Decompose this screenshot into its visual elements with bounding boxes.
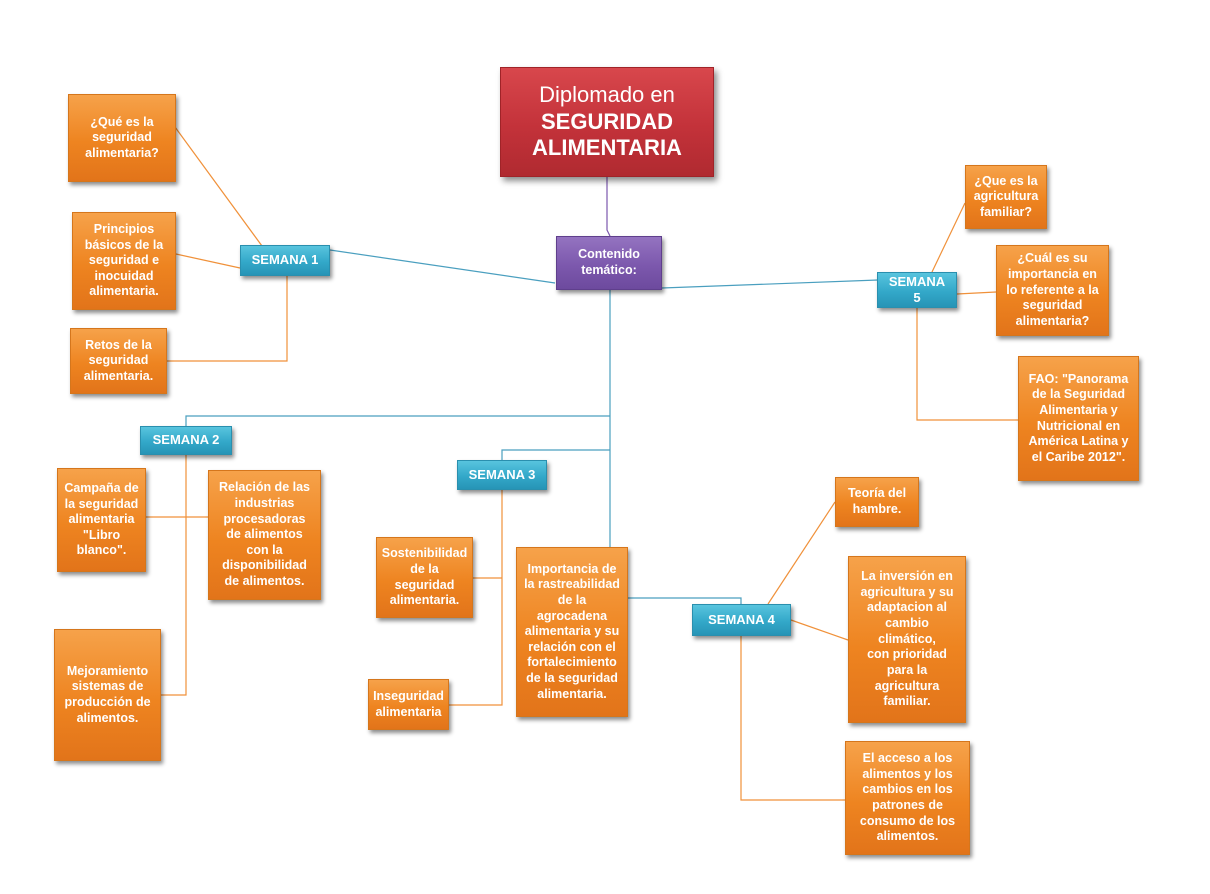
diagram-title: Diplomado en SEGURIDAD ALIMENTARIA [500,67,714,177]
week-4-topic-3: El acceso a los alimentos y los cambios … [845,741,970,855]
hub-contenido-tematico: Contenido temático: [556,236,662,290]
week-1-topic-1: ¿Qué es la seguridad alimentaria? [68,94,176,182]
week-5-topic-2: ¿Cuál es su importancia en lo referente … [996,245,1109,336]
connector-hub-s3 [501,449,610,461]
week-5-topic-1: ¿Que es la agricultura familiar? [965,165,1047,229]
connector-s5-t3 [916,308,1018,421]
week-4-node: SEMANA 4 [692,604,791,636]
week-2-topic-3: Mejoramiento sistemas de producción de a… [54,629,161,761]
week-3-topic-3: Inseguridad alimentaria [368,679,449,730]
week-3-topic-2: Importancia de la rastreabilidad de la a… [516,547,628,717]
week-2-topic-2: Relación de las industrias procesadoras … [208,470,321,600]
week-2-topic-1: Campaña de la seguridad alimentaria "Lib… [57,468,146,572]
week-1-node: SEMANA 1 [240,245,330,276]
week-1-topic-3: Retos de la seguridad alimentaria. [70,328,167,394]
title-line-1: Diplomado en [539,82,675,108]
connector-s4-t2 [790,619,849,641]
week-3-node: SEMANA 3 [457,460,547,490]
title-line-2: SEGURIDAD [540,108,673,134]
connector-s3-trunk [449,490,503,706]
connector-s4-t1 [767,501,836,605]
connector-s1-t2 [175,253,241,269]
connector-s4-t3 [740,636,845,801]
connector-hub-s5 [661,279,879,289]
week-4-topic-1: Teoría del hambre. [835,477,919,527]
connector-title-hub [606,177,611,237]
week-3-topic-1: Sostenibilidad de la seguridad alimentar… [376,537,473,618]
week-1-topic-2: Principios básicos de la seguridad e ino… [72,212,176,310]
connector-s1-t3 [167,276,288,362]
title-line-3: ALIMENTARIA [532,135,682,161]
connector-s1-t1 [174,126,263,247]
week-5-node: SEMANA 5 [877,272,957,308]
connector-rastreabilidad-s4 [628,597,742,604]
week-4-topic-2: La inversión en agricultura y su adaptac… [848,556,966,723]
connector-s5-t1 [931,202,966,273]
week-5-topic-3: FAO: "Panorama de la Seguridad Alimentar… [1018,356,1139,481]
connector-s5-t2 [956,291,997,295]
connector-s2-trunk [161,455,187,696]
connector-hub-s2 [185,415,610,427]
connector-hub-s1 [329,249,556,284]
week-2-node: SEMANA 2 [140,426,232,455]
